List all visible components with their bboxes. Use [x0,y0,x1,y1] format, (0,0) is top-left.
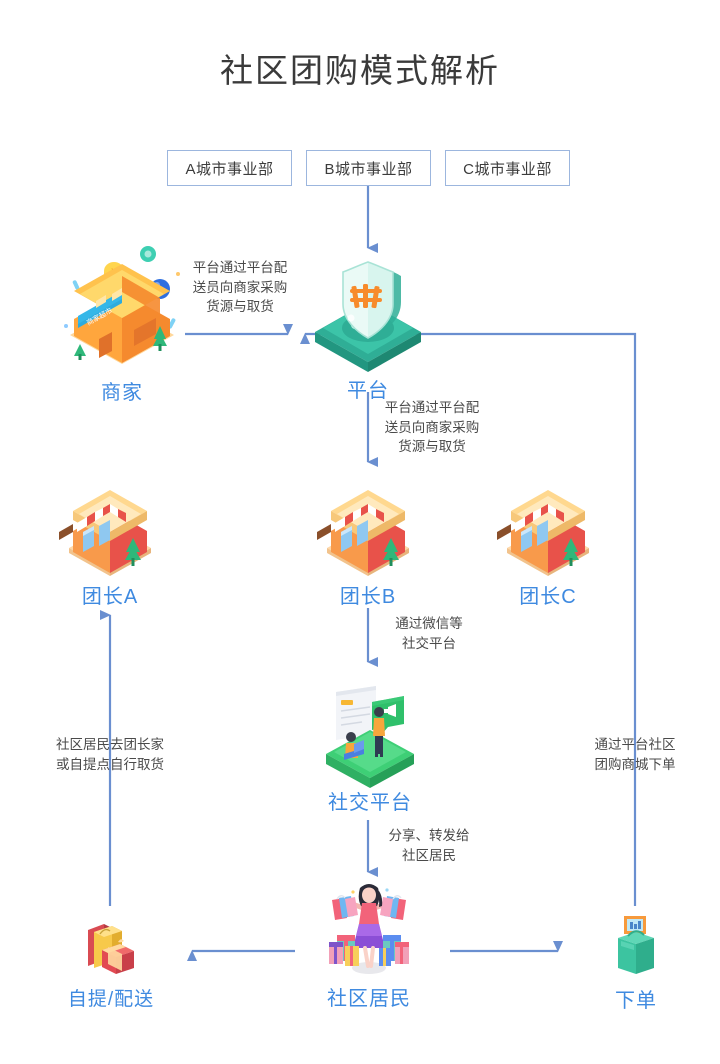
node-leader-c[interactable]: 团长C [495,480,601,609]
dept-box-b-label: B城市事业部 [324,160,413,178]
caption-line-1: 平台通过平台配 [384,400,480,415]
caption-line-1: 社区居民去团长家 [56,737,164,752]
node-platform-label: 平台 [347,380,389,402]
dept-box-c[interactable]: C城市事业部 [445,150,570,186]
caption-line-2: 送员向商家采购 [384,419,480,435]
caption-line-3: 货源与取货 [206,299,274,315]
caption-line-2: 或自提点自行取货 [56,756,164,772]
caption-line-1: 通过微信等 [395,616,463,631]
node-leader-c-label: 团长C [519,586,577,608]
node-residents[interactable]: 社区居民 [315,878,423,1011]
caption-social-to-residents: 分享、转发给 社区居民 [374,826,484,865]
caption-order-note: 通过平台社区 团购商城下单 [575,735,695,774]
node-platform[interactable]: 平台 [305,250,431,403]
caption-line-2: 送员向商家采购 [192,279,288,295]
dept-box-a[interactable]: A城市事业部 [167,150,292,186]
page-title: 社区团购模式解析 [220,52,500,89]
caption-pickup-note: 社区居民去团长家 或自提点自行取货 [40,735,180,774]
node-order[interactable]: 下单 [610,912,686,1013]
shop-red-icon [495,480,601,576]
caption-line-1: 分享、转发给 [388,828,470,843]
shop-red-icon [57,480,163,576]
node-pickup[interactable]: 自提/配送 [68,916,168,1011]
dept-box-a-label: A城市事业部 [185,160,274,178]
node-leader-b[interactable]: 团长B [315,480,421,609]
node-leader-a-label: 团长A [81,586,139,608]
dept-box-c-label: C城市事业部 [463,160,552,178]
shop-red-icon [315,480,421,576]
node-leader-b-label: 团长B [339,586,397,608]
caption-line-3: 货源与取货 [398,439,466,455]
caption-platform-to-leader: 平台通过平台配 送员向商家采购 货源与取货 [372,398,492,457]
node-order-label: 下单 [615,990,657,1012]
store-orange-icon: ¥ 商家超市 [52,240,192,370]
caption-leader-to-social: 通过微信等 社交平台 [374,614,484,653]
order-bag-icon [610,912,686,978]
node-residents-label: 社区居民 [327,988,411,1010]
dept-box-b[interactable]: B城市事业部 [306,150,431,186]
caption-line-2: 团购商城下单 [594,756,676,772]
platform-shield-icon [305,250,431,372]
node-pickup-label: 自提/配送 [67,989,155,1010]
caption-line-2: 社区居民 [402,847,456,863]
node-social-platform[interactable]: 社交平台 [320,676,420,815]
social-platform-icon [320,676,420,788]
gift-bag-icon [82,916,168,978]
caption-line-1: 通过平台社区 [594,737,676,752]
shopper-woman-icon [315,878,423,978]
caption-line-1: 平台通过平台配 [192,260,288,275]
node-merchant-label: 商家 [101,382,143,404]
node-leader-a[interactable]: 团长A [57,480,163,609]
caption-line-2: 社交平台 [402,635,456,651]
caption-merchant-to-platform: 平台通过平台配 送员向商家采购 货源与取货 [180,258,300,317]
node-merchant[interactable]: ¥ 商家超市 [52,240,192,405]
node-social-platform-label: 社交平台 [328,792,412,814]
